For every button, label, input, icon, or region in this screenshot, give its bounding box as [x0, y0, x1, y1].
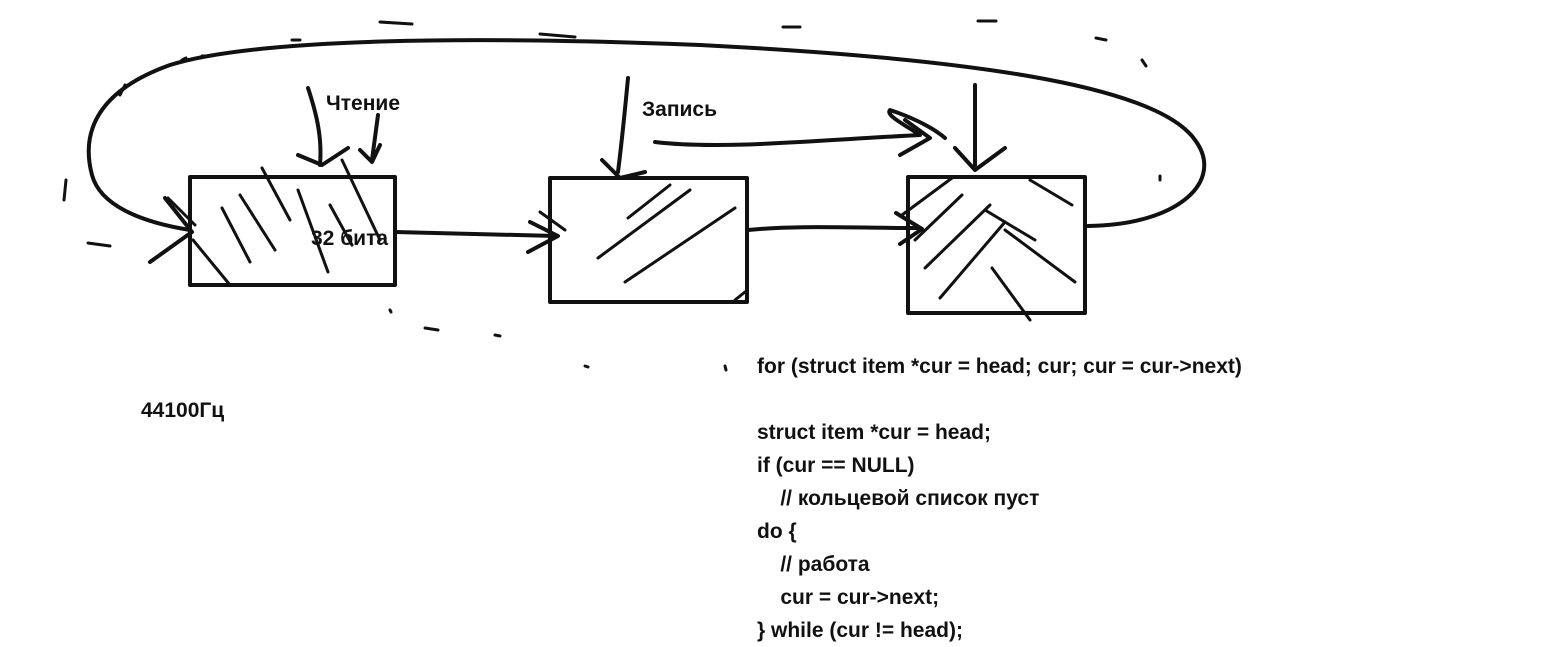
node-box-3: [906, 175, 1087, 315]
code-line: struct item *cur = head;: [757, 421, 991, 444]
code-line: for (struct item *cur = head; cur; cur =…: [757, 355, 1242, 378]
size-label: 32 бита: [311, 227, 389, 250]
loop-arrow-line: [86, 38, 1207, 232]
node-box-2: [548, 176, 749, 304]
arrow-1-to-2-head: [526, 220, 560, 254]
code-line: cur = cur->next;: [757, 586, 940, 609]
code-line: // кольцевой список пуст: [757, 487, 1040, 510]
code-line: if (cur == NULL): [757, 454, 915, 477]
code-block: for (struct item *cur = head; cur; cur =…: [757, 350, 1242, 647]
node-2-hatching: [538, 183, 747, 302]
arrow-2-to-3-head: [894, 211, 924, 246]
rate-label: 44100Гц: [141, 399, 225, 422]
code-line: // работа: [757, 553, 870, 576]
arrow-1-to-2-line: [393, 230, 558, 238]
write-move-head: [898, 118, 932, 157]
node-3-pointer-head: [953, 146, 1007, 172]
read-label: Чтение: [326, 92, 400, 115]
sketch-dashes: [62, 19, 1162, 372]
arrow-2-to-3-line: [746, 225, 922, 232]
write-label: Запись: [642, 98, 718, 121]
code-line: [757, 383, 1242, 416]
node-3-hatching: [900, 176, 1077, 322]
code-line: } while (cur != head);: [757, 619, 963, 642]
code-line: do {: [757, 520, 797, 543]
write-pointer-head: [600, 158, 647, 180]
read-pointer-extra: [358, 113, 382, 164]
write-move-arrow: [653, 108, 947, 147]
read-pointer-line: [306, 86, 323, 167]
node-1-hatching: [166, 158, 382, 287]
write-pointer-line: [616, 76, 630, 174]
read-pointer-head: [296, 146, 350, 167]
